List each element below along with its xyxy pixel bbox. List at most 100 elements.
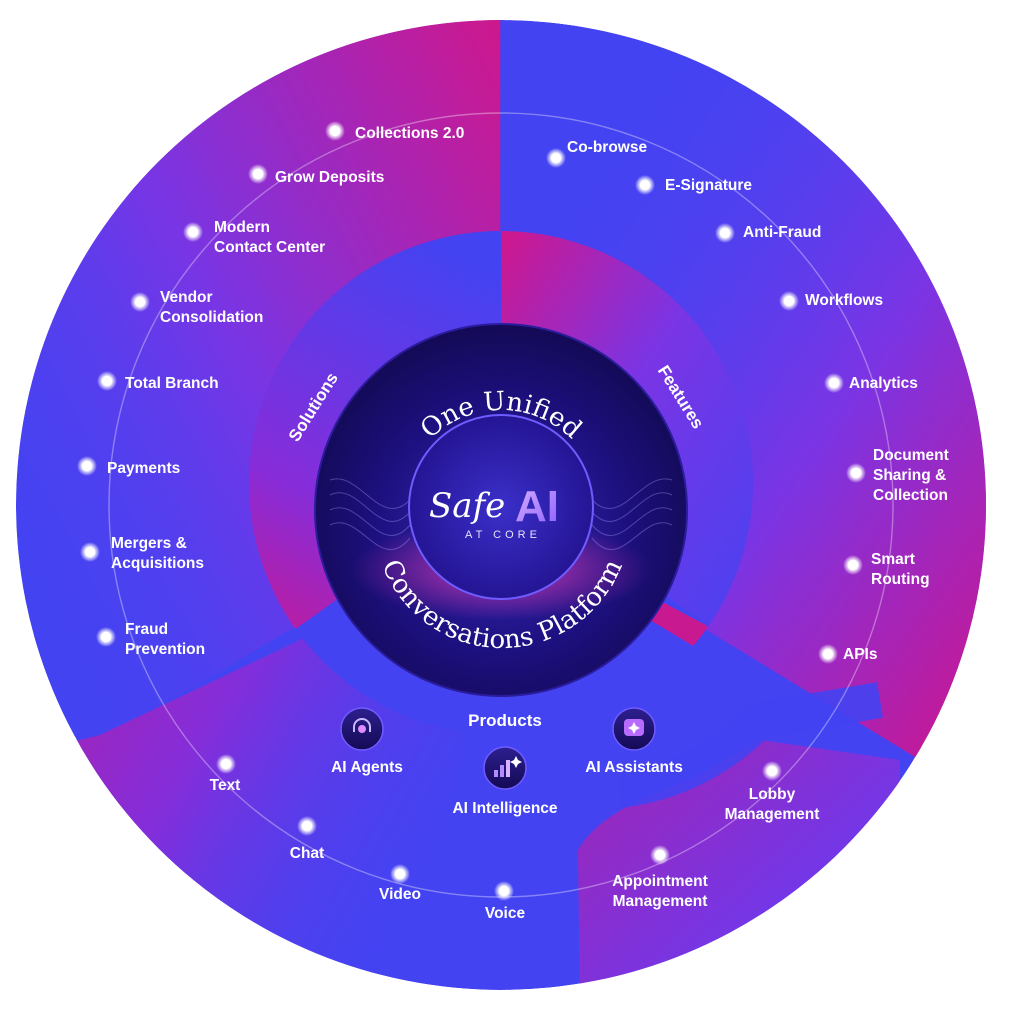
label-line: Collections 2.0 [355, 125, 464, 142]
channels-node-3: Voice [485, 881, 526, 922]
label-line: Management [613, 893, 708, 910]
features-node-7: APIs [818, 644, 877, 664]
label-line: Co-browse [567, 139, 647, 156]
label-line: Document [873, 447, 949, 464]
node-dot-core [823, 649, 833, 659]
solutions-label-0: Collections 2.0 [355, 125, 464, 142]
solutions-node-4: Total Branch [97, 371, 219, 392]
label-line: Modern [214, 219, 270, 236]
features-node-4: Analytics [824, 373, 918, 393]
label-line: Voice [485, 905, 526, 922]
label-line: Routing [871, 571, 930, 588]
bar-2 [500, 765, 504, 777]
label-line: E-Signature [665, 177, 752, 194]
product-label-ai-agents: AI Agents [331, 759, 403, 776]
label-line: Lobby [749, 786, 796, 803]
node-dot-core [395, 869, 405, 879]
node-dot-core [551, 153, 561, 163]
channels-label-3: Voice [485, 905, 526, 922]
channels-node-0: Text [210, 754, 241, 794]
sparkle-icon [510, 756, 522, 768]
node-dot-core [784, 296, 794, 306]
core-wave-lines [329, 478, 673, 551]
node-dot-core [499, 886, 509, 896]
label-line: Grow Deposits [275, 169, 384, 186]
label-line: Chat [290, 845, 324, 862]
label-line: Contact Center [214, 239, 325, 256]
headset-icon-band [353, 718, 371, 732]
solutions-node-5: Payments [77, 456, 180, 477]
channels-node-2: Video [379, 864, 421, 903]
node-dot-core [302, 821, 312, 831]
label-line: Workflows [805, 292, 883, 309]
solutions-node-6: Mergers & Acquisitions [80, 535, 204, 572]
node-dot-core [829, 378, 839, 388]
brand-badge [408, 414, 594, 600]
node-dot-core [851, 468, 861, 478]
node-dot-core [221, 759, 231, 769]
brand-safe: Safe [429, 486, 505, 526]
solutions-node-0: Collections 2.0 [325, 121, 464, 142]
label-line: Collection [873, 487, 948, 504]
channels-node-1: Chat [290, 816, 324, 862]
product-label-ai-assistants: AI Assistants [585, 759, 683, 776]
node-dot-core [101, 632, 111, 642]
bar-3 [506, 760, 510, 777]
features-node-0: Co-browse [546, 139, 647, 168]
label-line: Total Branch [125, 375, 219, 392]
label-line: Management [725, 806, 820, 823]
brand-tagline: AT CORE [465, 529, 541, 541]
node-dot-core [848, 560, 858, 570]
headset-icon-center [358, 725, 366, 733]
label-line: Appointment [612, 873, 708, 890]
bar-chart-sparkle-icon [483, 746, 527, 790]
solutions-label-4: Total Branch [125, 375, 219, 392]
label-line: Payments [107, 460, 180, 477]
engagement-divider [617, 682, 883, 808]
solutions-label-1: Grow Deposits [275, 169, 384, 186]
label-line: Smart [871, 551, 915, 568]
label-line: Vendor [160, 289, 213, 306]
node-dot-core [102, 376, 112, 386]
label-line: Mergers & [111, 535, 187, 552]
label-line: Consolidation [160, 309, 263, 326]
node-dot-core [188, 227, 198, 237]
channels-label-2: Video [379, 886, 421, 903]
features-label-7: APIs [843, 646, 877, 663]
features-node-3: Workflows [779, 291, 883, 311]
node-dot-core [655, 850, 665, 860]
features-label-3: Workflows [805, 292, 883, 309]
node-dot-core [330, 126, 340, 136]
solutions-label-6: Mergers & Acquisitions [111, 535, 204, 572]
segment-label-products: Products [468, 711, 542, 730]
brand-ai: AI [515, 482, 559, 531]
label-line: Prevention [125, 641, 205, 658]
node-dot-core [82, 461, 92, 471]
features-node-2: Anti-Fraud [715, 223, 821, 243]
label-line: Analytics [849, 375, 918, 392]
product-ai-agents: AI Agents [331, 707, 403, 776]
features-node-1: E-Signature [635, 175, 752, 195]
label-line: Sharing & [873, 467, 946, 484]
label-line: Acquisitions [111, 555, 204, 572]
channels-label-0: Text [210, 777, 241, 794]
features-label-1: E-Signature [665, 177, 752, 194]
channels-label-1: Chat [290, 845, 324, 862]
node-dot-core [720, 228, 730, 238]
node-dot-core [135, 297, 145, 307]
